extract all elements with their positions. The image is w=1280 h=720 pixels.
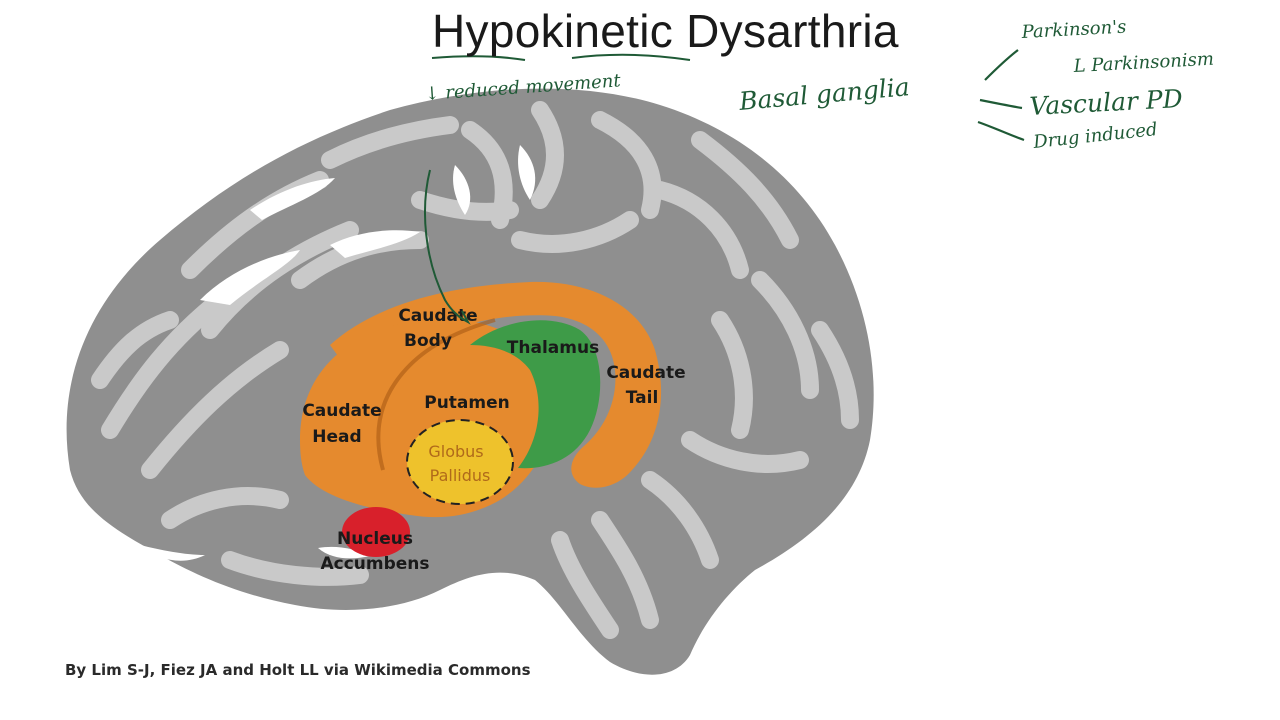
thalamus-shape (470, 320, 601, 469)
ink-branch-1 (984, 49, 1019, 81)
label-caudate-head-1: Caudate (302, 401, 381, 421)
image-credit: By Lim S-J, Fiez JA and Holt LL via Wiki… (65, 661, 531, 679)
label-putamen: Putamen (424, 393, 510, 413)
caudate-putamen-boundary (376, 318, 496, 471)
label-caudate-body-2: Body (404, 331, 452, 351)
ink-arrowhead (457, 310, 471, 325)
label-nucleus-1: Nucleus (337, 529, 413, 549)
ink-vascular-pd: Vascular PD (1029, 84, 1184, 121)
ink-branch-2 (979, 98, 1023, 110)
label-caudate-tail-2: Tail (626, 388, 659, 408)
brain-sulci (91, 101, 859, 639)
ink-parkinsonism: L Parkinsonism (1072, 49, 1214, 77)
ink-basal-ganglia: Basal ganglia (737, 72, 911, 116)
label-thalamus: Thalamus (507, 338, 599, 358)
ink-parkinsons: Parkinson's (1020, 17, 1127, 44)
label-caudate-head-2: Head (312, 427, 361, 447)
ink-underline-kinetic (571, 53, 691, 61)
ink-drug-induced: Drug induced (1031, 119, 1158, 153)
label-globus-2: Pallidus (430, 466, 491, 485)
ink-branch-3 (977, 120, 1025, 142)
ink-underline-hypo (431, 55, 526, 61)
slide-title: Hypokinetic Dysarthria (432, 5, 899, 57)
brain-gaps (140, 145, 536, 561)
label-globus-1: Globus (428, 442, 483, 461)
nucleus-accumbens-shape (342, 507, 410, 557)
label-caudate-tail-1: Caudate (606, 363, 685, 383)
label-caudate-body-1: Caudate (398, 306, 477, 326)
globus-pallidus-shape (406, 419, 514, 505)
label-nucleus-2: Accumbens (320, 554, 429, 574)
